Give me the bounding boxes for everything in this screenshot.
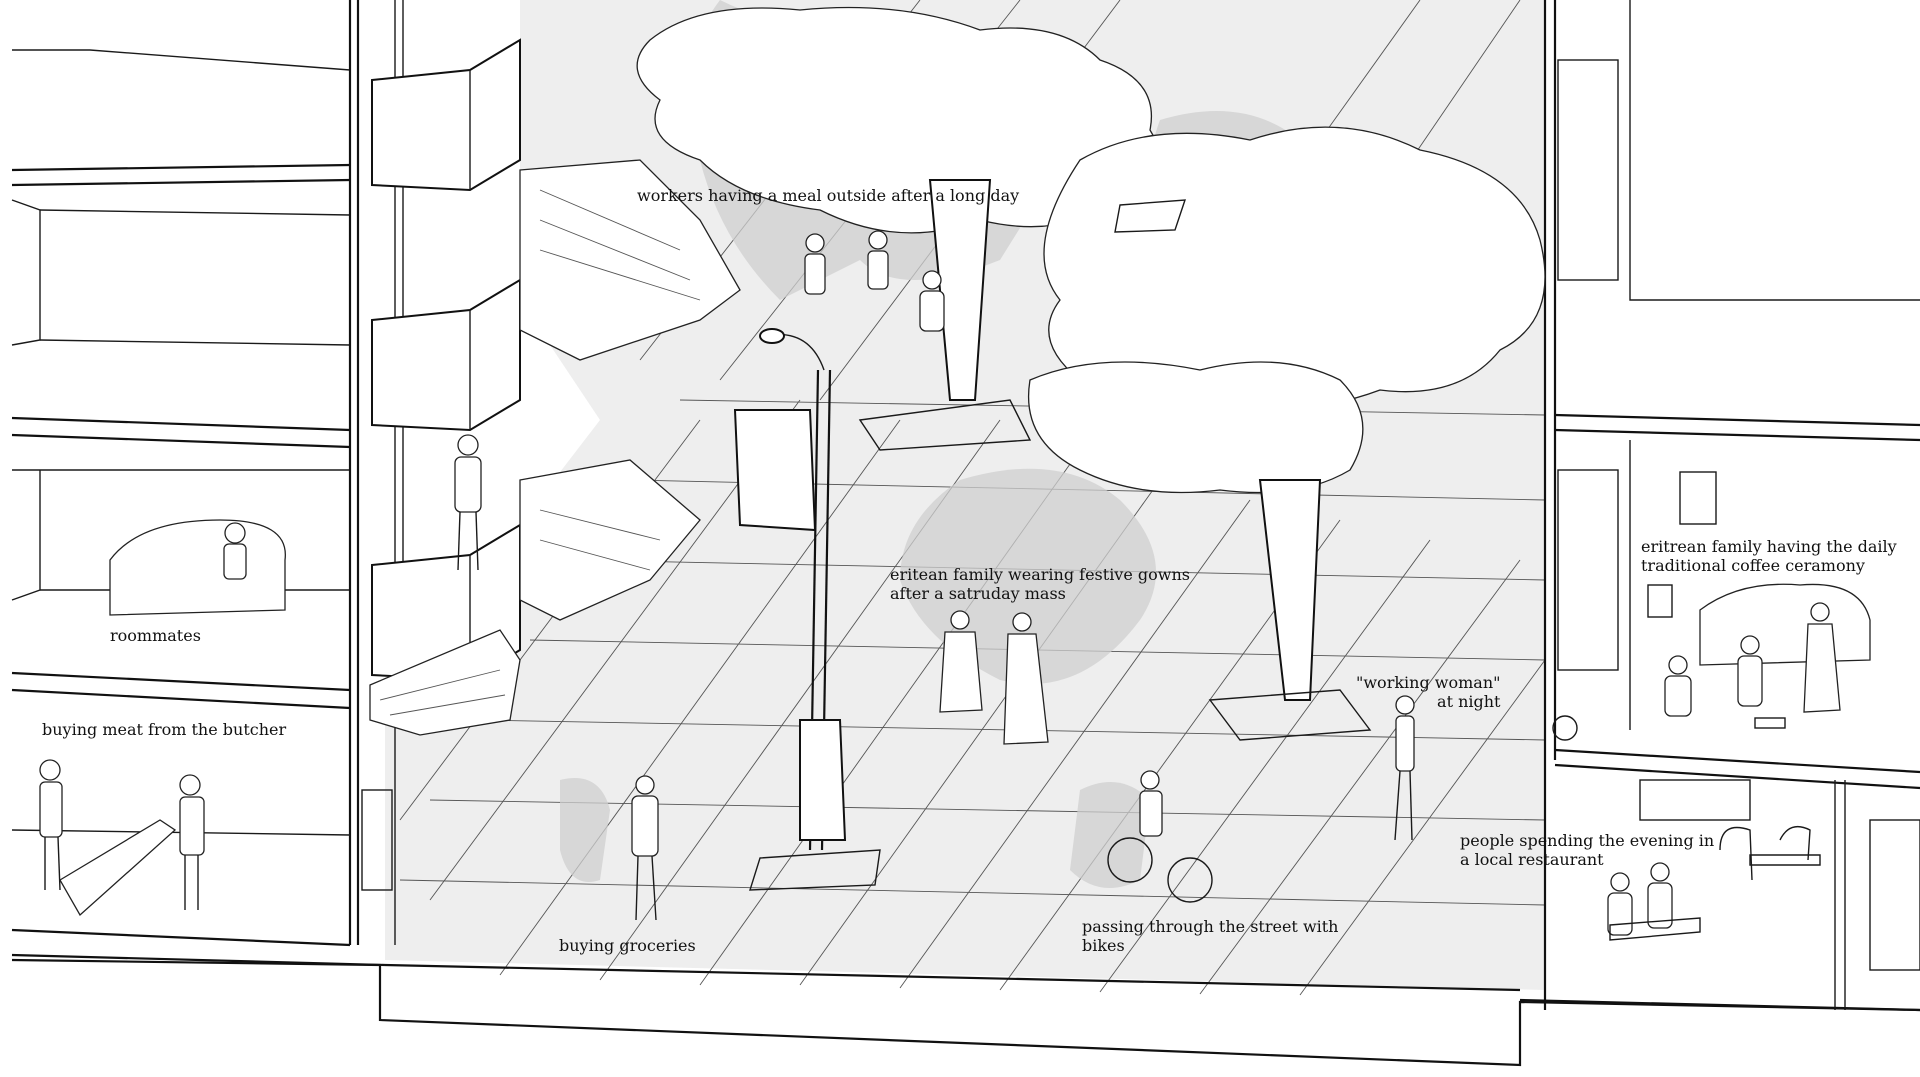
annotation-coffee-ceremony: eritrean family having the daily traditi… xyxy=(1641,537,1897,575)
right-building-section xyxy=(1519,0,1920,1012)
working-woman xyxy=(1394,695,1415,841)
grocery-shopper xyxy=(631,775,659,921)
annotation-festive-family: eritean family wearing festive gowns aft… xyxy=(890,565,1190,603)
annotation-working-woman: "working woman" at night xyxy=(1356,673,1501,711)
restaurant-scene xyxy=(1552,715,1821,941)
festive-family xyxy=(939,610,1049,745)
annotation-workers: workers having a meal outside after a lo… xyxy=(637,186,1020,205)
workers-group xyxy=(804,230,945,332)
roommate-on-sofa xyxy=(109,519,286,616)
annotation-bikes: passing through the street with bikes xyxy=(1082,917,1339,955)
balcony-person xyxy=(454,434,482,571)
balconies xyxy=(371,38,521,682)
coffee-ceremony xyxy=(1664,583,1871,729)
section-cut-ground xyxy=(11,958,1920,1067)
annotation-groceries: buying groceries xyxy=(559,936,696,955)
butcher-scene xyxy=(39,759,205,917)
left-building-section xyxy=(11,0,404,967)
annotation-roommates: roommates xyxy=(110,626,201,645)
shop-awnings xyxy=(369,159,741,736)
street-lamp xyxy=(733,328,847,851)
people xyxy=(39,230,1871,941)
trees xyxy=(636,6,1546,891)
annotation-butcher: buying meat from the butcher xyxy=(42,720,287,739)
annotation-restaurant: people spending the evening in a local r… xyxy=(1460,831,1715,869)
cyclist xyxy=(1107,770,1213,903)
